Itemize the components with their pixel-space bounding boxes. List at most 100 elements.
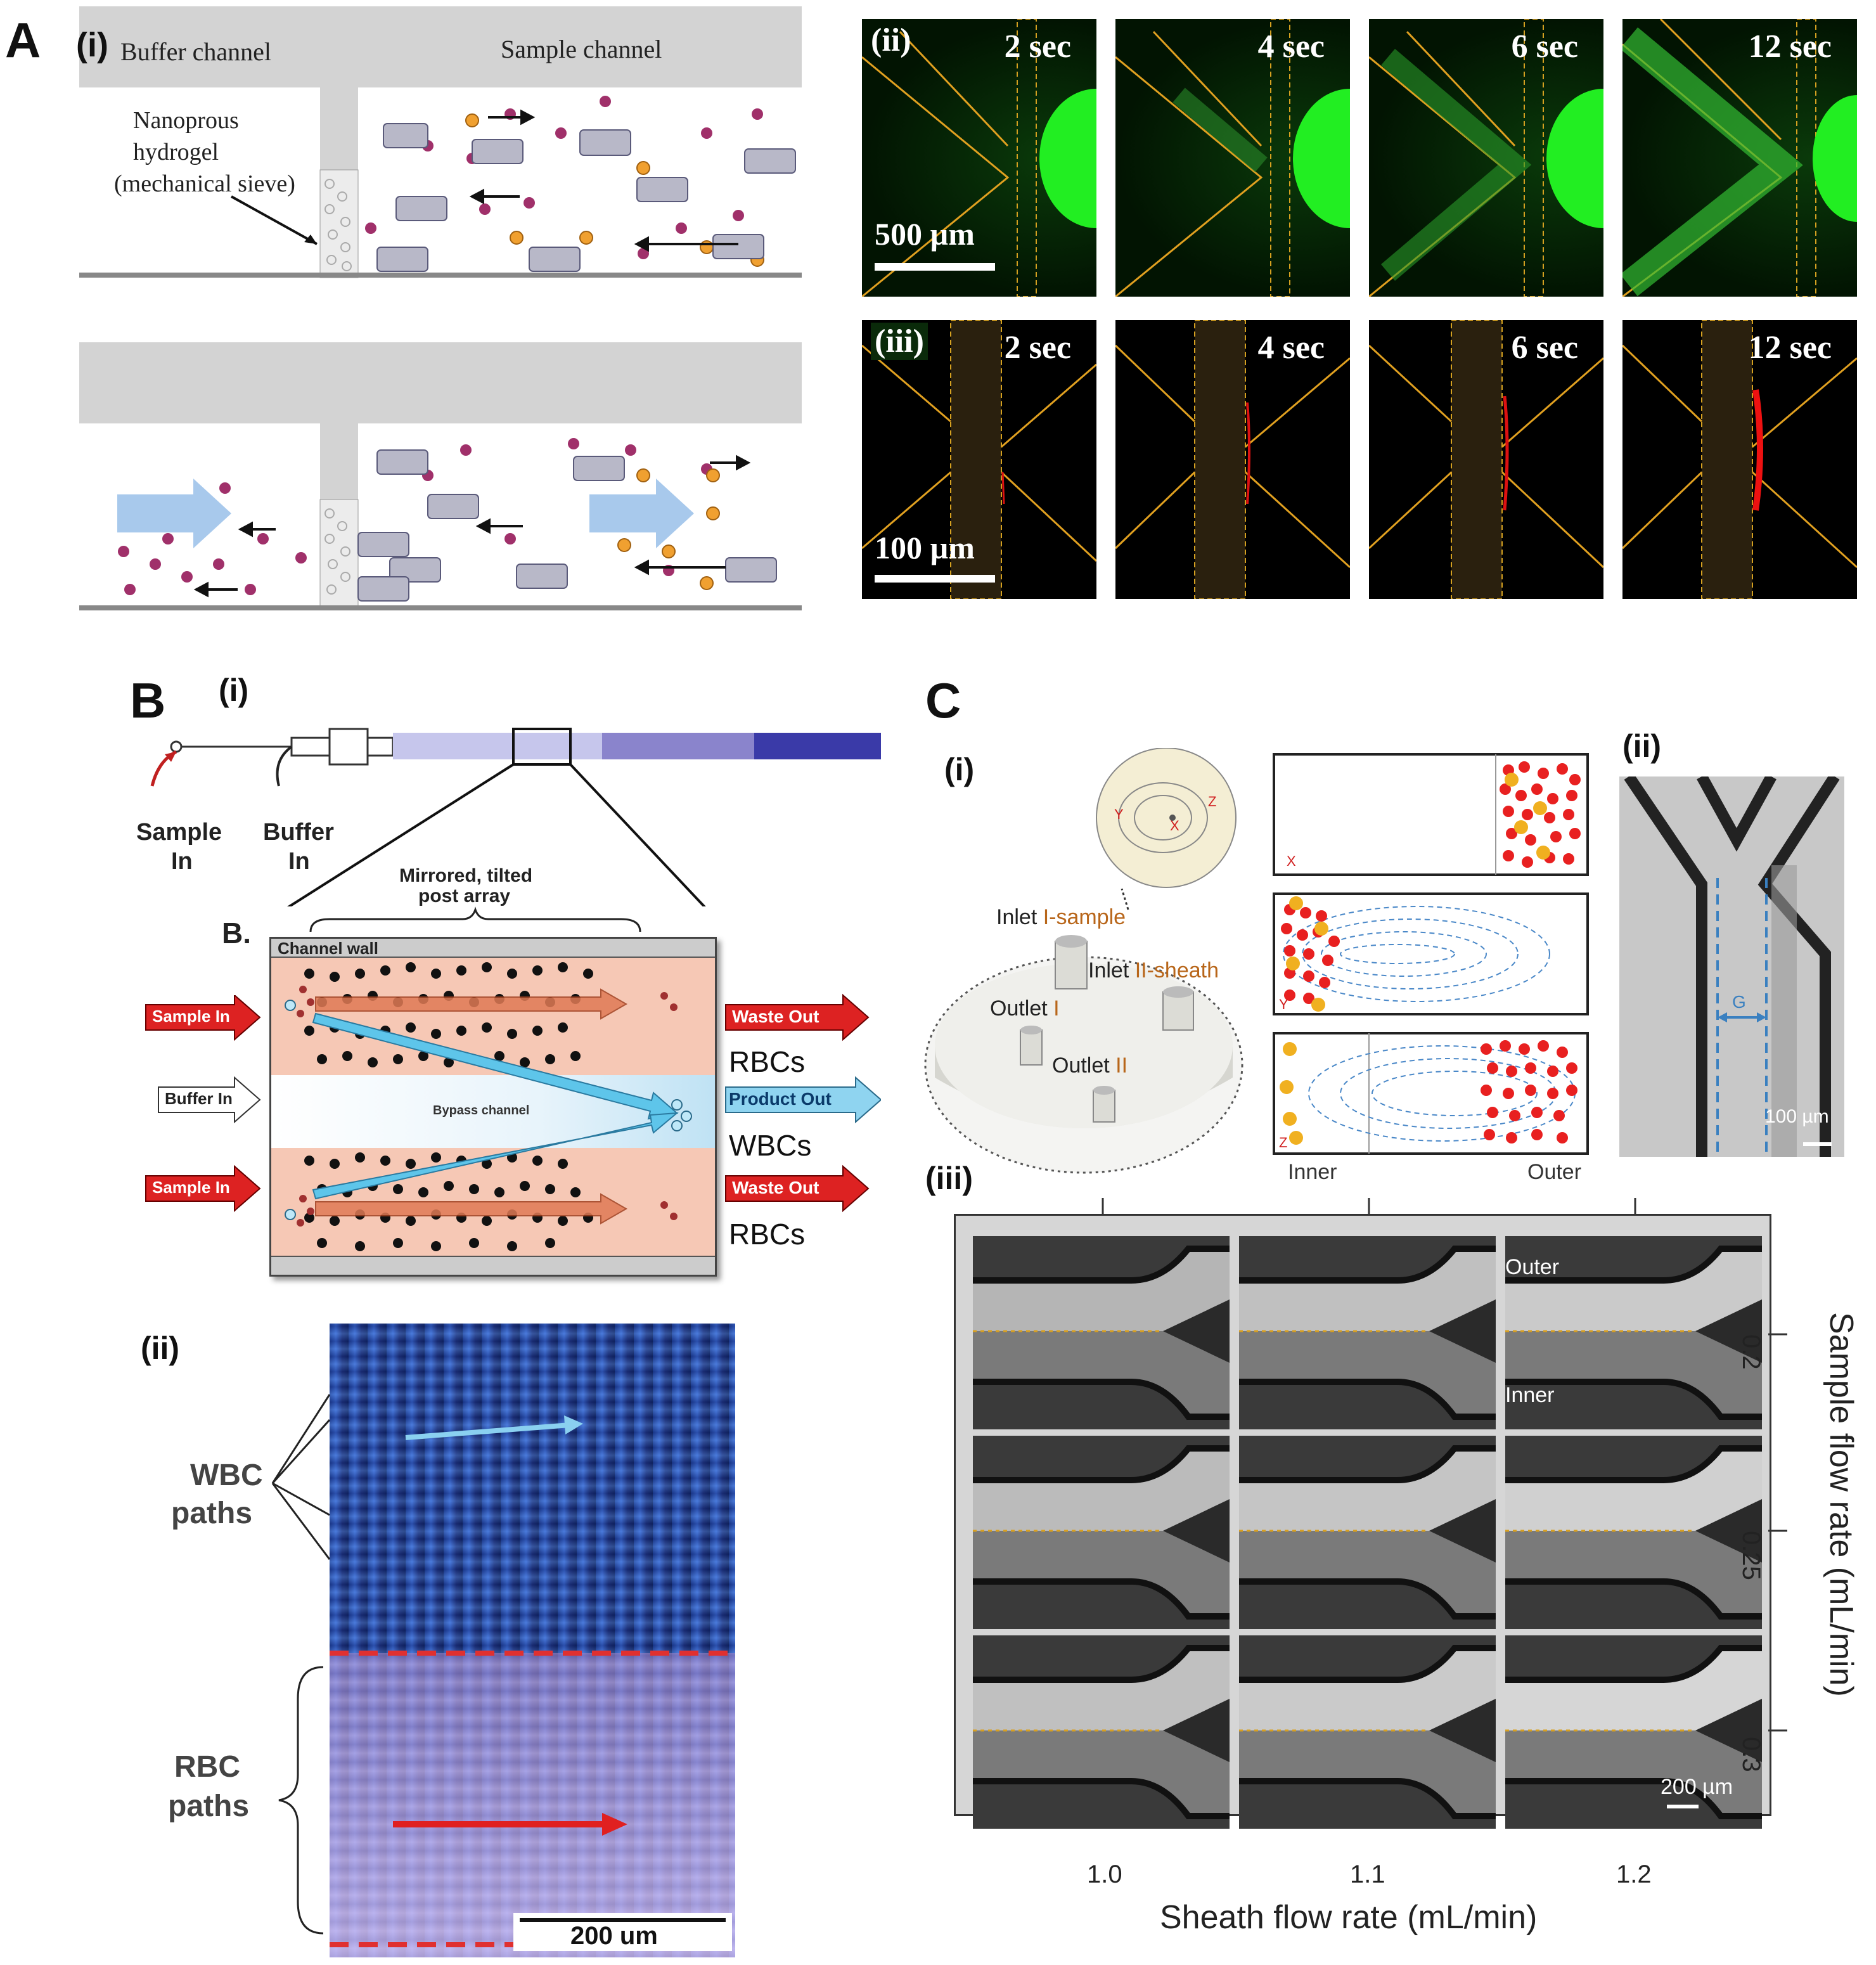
section-z-label: Z: [1279, 1135, 1288, 1150]
sample-in-label-1: Sample: [136, 819, 222, 846]
outlet-ii-label: Outlet II: [1052, 1053, 1128, 1078]
rbc-top-label: RBCs: [729, 1045, 806, 1078]
grid-scale-text: 200 µm: [1661, 1775, 1733, 1799]
panel-c-ii-label: (ii): [1622, 728, 1662, 764]
right-mid-label: Product Out: [729, 1089, 832, 1109]
y-axis-label: Sample flow rate (mL/min): [1823, 1312, 1860, 1697]
a-ii-time-1: 2 sec: [1004, 29, 1071, 65]
grid-outer-label: Outer: [1505, 1255, 1560, 1279]
a-iii-tile-2: 4 sec: [1115, 320, 1350, 599]
left-top-label: Sample In: [152, 1007, 230, 1026]
particles-top: [365, 96, 763, 259]
outlet-i-suffix: I: [1053, 996, 1060, 1021]
rbc-paths-label-1: RBC: [174, 1750, 240, 1784]
a-ii-scalebar: [875, 263, 995, 271]
c-iii-tile-r1-c3: [1505, 1236, 1762, 1429]
a-iii-tile-3: 6 sec: [1369, 320, 1603, 599]
b-ii-scale-text: 200 um: [570, 1922, 658, 1950]
c-iii-tile-r1-c1: [973, 1236, 1230, 1429]
outlet-ii-prefix: Outlet: [1052, 1053, 1116, 1078]
post-array-label-2: post array: [418, 886, 511, 906]
inner-label: Inner: [1288, 1160, 1337, 1184]
right-arrows: [725, 993, 881, 1213]
grid-scalebar: [1667, 1805, 1699, 1808]
c-iii-tile-r2-c1: [973, 1436, 1230, 1629]
panel-c-i-label: (i): [944, 752, 975, 787]
a-ii-tile-1: (ii) 2 sec 500 µm: [862, 19, 1096, 297]
y-tick-3: 0.3: [1737, 1737, 1765, 1772]
buffer-in-label-1: Buffer: [263, 819, 334, 846]
a-iii-time-4: 12 sec: [1748, 330, 1832, 366]
panel-b-ii-label: (ii): [141, 1330, 180, 1366]
a-ii-label: (ii): [871, 22, 911, 58]
grid-inner-label: Inner: [1505, 1383, 1555, 1407]
rbc-path-brace: [278, 1666, 324, 1935]
chip-y-label: Y: [1114, 806, 1124, 822]
sample-channel-label: Sample channel: [501, 35, 662, 63]
x-tick-2: 1.1: [1350, 1860, 1385, 1888]
panel-a-schematic: [79, 6, 802, 610]
right-bot-label: Waste Out: [732, 1178, 819, 1197]
chip-z-label: Z: [1208, 794, 1217, 809]
microscopy-c-ii: G 100 µm: [1619, 776, 1844, 1157]
panel-b-letter: B: [130, 673, 166, 728]
outlet-i-prefix: Outlet: [990, 996, 1054, 1021]
a-iii-scale-text: 100 µm: [875, 530, 975, 565]
rbc-paths-label-2: paths: [168, 1789, 250, 1823]
device-overview: [150, 728, 881, 906]
wbc-path-pointers: [271, 1394, 331, 1560]
a-iii-scalebar: [875, 575, 995, 583]
inlet-i-suffix: I-sample: [1043, 905, 1126, 929]
c-iii-tile-r3-c1: [973, 1635, 1230, 1829]
wbc-paths-label-1: WBC: [190, 1459, 263, 1492]
panel-a-letter: A: [5, 12, 41, 68]
a-iii-time-1: 2 sec: [1004, 330, 1071, 366]
inset-b-label: B.: [222, 917, 251, 950]
c-ii-scale-text: 100 µm: [1765, 1106, 1829, 1127]
bypass-channel-label: Bypass channel: [433, 1104, 530, 1118]
panel-c-letter: C: [925, 673, 961, 728]
buffer-channel-label: Buffer channel: [120, 37, 272, 66]
a-iii-tile-4: 12 sec: [1622, 320, 1857, 599]
buffer-in-label-2: In: [288, 848, 310, 875]
c-iii-tile-r2-c3: [1505, 1436, 1762, 1629]
x-tick-3: 1.2: [1616, 1860, 1652, 1888]
wbc-label: WBCs: [729, 1129, 812, 1162]
x-axis-label: Sheath flow rate (mL/min): [1160, 1899, 1538, 1936]
post-array-label-1: Mirrored, tilted: [399, 865, 533, 886]
y-tick-1: 0.2: [1737, 1334, 1765, 1370]
c-iii-tile-r3-c2: [1239, 1635, 1496, 1829]
a-ii-tile-4: 12 sec: [1622, 19, 1857, 297]
hydrogel-label-1: Nanoprous: [133, 107, 239, 134]
a-iii-time-2: 4 sec: [1257, 330, 1325, 366]
y-tick-2: 0.25: [1737, 1531, 1765, 1580]
a-ii-tile-2: 4 sec: [1115, 19, 1350, 297]
a-iii-time-3: 6 sec: [1511, 330, 1578, 366]
a-ii-time-4: 12 sec: [1748, 29, 1832, 65]
left-arrows: [145, 995, 261, 1213]
left-mid-label: Buffer In: [165, 1089, 233, 1108]
inlet-i-label: Inlet I-sample: [996, 905, 1126, 930]
a-ii-time-2: 4 sec: [1257, 29, 1325, 65]
outer-label: Outer: [1527, 1160, 1582, 1184]
rbc-bot-label: RBCs: [729, 1218, 806, 1251]
sample-in-label-2: In: [171, 848, 193, 875]
y-axis-ticks: [1768, 1333, 1787, 1732]
inlet-i-prefix: Inlet: [996, 905, 1043, 929]
wbc-paths-label-2: paths: [171, 1497, 253, 1530]
section-x-label: X: [1287, 853, 1296, 869]
c-iii-tile-r3-c3: [1505, 1635, 1762, 1829]
right-top-label: Waste Out: [732, 1007, 819, 1026]
a-iii-label: (iii): [871, 323, 928, 360]
panel-b-i-label: (i): [219, 673, 249, 708]
c-iii-tile-r1-c2: [1239, 1236, 1496, 1429]
a-ii-time-3: 6 sec: [1511, 29, 1578, 65]
chip-x-label: X: [1170, 818, 1179, 834]
a-iii-tile-1: (iii) 2 sec 100 µm: [862, 320, 1096, 599]
g-label: G: [1732, 992, 1746, 1012]
a-ii-scale-text: 500 µm: [875, 216, 975, 252]
channel-wall-label: Channel wall: [278, 939, 378, 958]
inlet-ii-label: Inlet II-sheath: [1088, 958, 1219, 983]
panel-c-iii-label: (iii): [925, 1161, 973, 1196]
chip-diagram: [924, 748, 1243, 1174]
